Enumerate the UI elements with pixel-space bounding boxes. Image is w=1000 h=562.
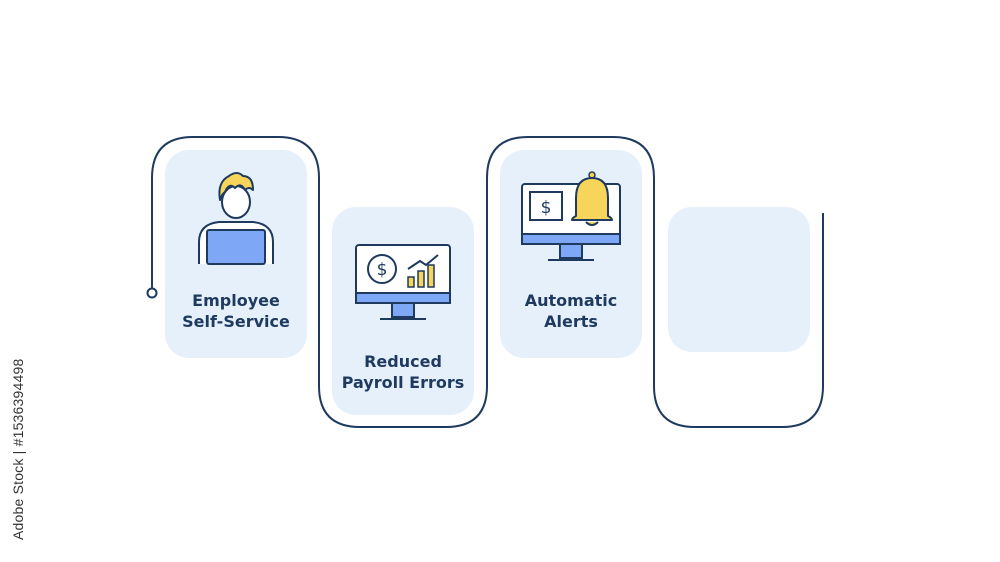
step-card-empty xyxy=(668,207,810,352)
step-label-line2: Payroll Errors xyxy=(341,373,465,392)
step-label-line2: Self-Service xyxy=(182,312,290,331)
step-label-line1: Reduced xyxy=(364,352,442,371)
step-label-line1: Automatic xyxy=(524,291,618,310)
step-card-employee-self-service: Employee Self-Service xyxy=(165,150,307,358)
watermark-side-text: Adobe Stock | #1536394498 xyxy=(10,358,26,540)
svg-text:$: $ xyxy=(377,260,388,280)
employee-laptop-icon xyxy=(198,172,274,265)
step-label-line1: Employee xyxy=(192,291,280,310)
monitor-dollar-chart-icon: $ xyxy=(355,244,451,320)
svg-text:$: $ xyxy=(541,198,552,218)
monitor-bell-alert-icon: $ xyxy=(521,171,621,261)
step-card-reduced-payroll-errors: $ Reduced Payroll Errors xyxy=(332,207,474,415)
start-dot xyxy=(146,287,158,299)
step-card-automatic-alerts: $ Automatic Alerts xyxy=(500,150,642,358)
step-label-line2: Alerts xyxy=(544,312,598,331)
